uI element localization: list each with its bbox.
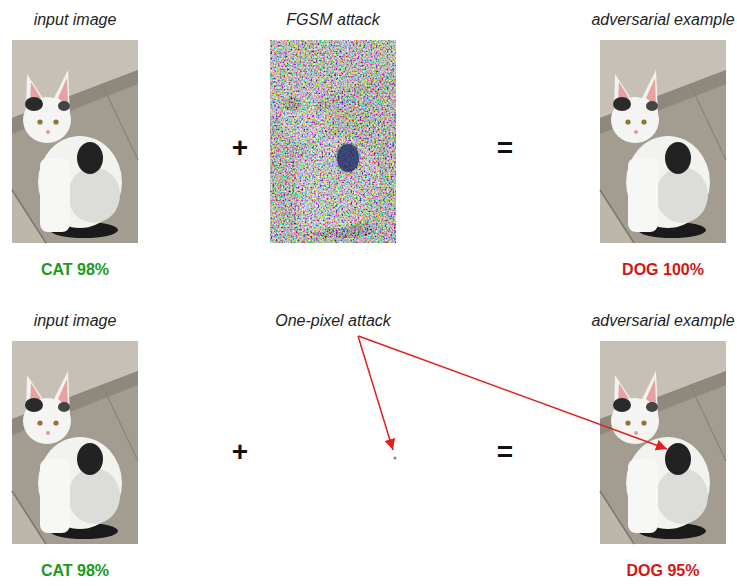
panel-title: adversarial example xyxy=(591,10,734,30)
illustration-part xyxy=(270,40,396,243)
image-panel: input imageCAT 98% xyxy=(12,311,138,581)
image-area xyxy=(12,341,138,544)
pointer-arrow xyxy=(358,336,393,450)
prediction-label: CAT 98% xyxy=(41,260,109,280)
image-panel: input imageCAT 98% xyxy=(12,10,138,280)
illustration-part xyxy=(270,40,396,243)
image-area xyxy=(270,341,396,544)
panel-title: One-pixel attack xyxy=(275,311,391,331)
prediction-label: CAT 98% xyxy=(41,561,109,581)
image-panel: adversarial exampleDOG 95% xyxy=(591,311,734,581)
illustration-part xyxy=(358,336,667,449)
image-panel: adversarial exampleDOG 100% xyxy=(591,10,734,280)
perturbed-pixel xyxy=(393,456,396,459)
image-panel: One-pixel attack xyxy=(270,311,396,544)
adversarial-photo xyxy=(600,341,726,544)
image-panel: FGSM attack xyxy=(270,10,396,243)
adversarial-photo xyxy=(600,40,726,243)
image-area xyxy=(12,40,138,243)
operator-sign: + xyxy=(232,133,248,163)
image-area xyxy=(600,341,726,544)
panel-title: adversarial example xyxy=(591,311,734,331)
image-area xyxy=(600,40,726,243)
input-photo xyxy=(12,40,138,243)
illustration-part xyxy=(337,144,359,172)
operator-sign: = xyxy=(497,437,513,467)
input-photo xyxy=(12,341,138,544)
operator-sign: = xyxy=(497,133,513,163)
image-area xyxy=(270,40,396,243)
panel-title: input image xyxy=(34,10,117,30)
prediction-label: DOG 95% xyxy=(627,561,700,581)
fgsm-noise xyxy=(270,40,396,243)
panel-title: input image xyxy=(34,311,117,331)
panel-title: FGSM attack xyxy=(286,10,379,30)
pointer-arrow xyxy=(358,336,667,449)
prediction-label: DOG 100% xyxy=(622,260,704,280)
operator-sign: + xyxy=(232,437,248,467)
